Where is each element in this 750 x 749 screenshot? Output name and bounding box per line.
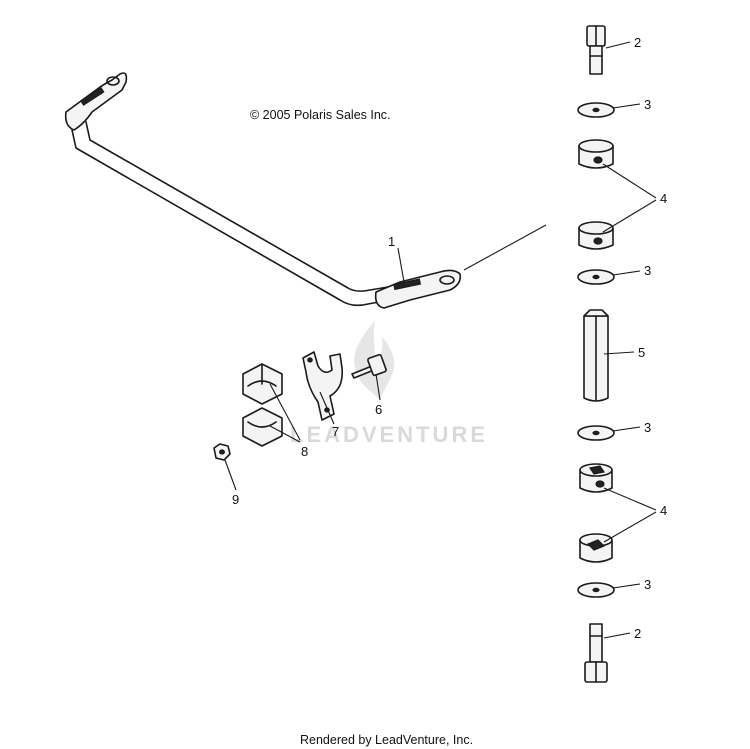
washer-a (577, 102, 615, 118)
bushing-upper-2 (579, 463, 613, 493)
watermark: LEADVENTURE (290, 320, 488, 447)
spacer-tube (583, 309, 609, 402)
callout-5: 5 (638, 345, 645, 360)
clamp-bushing-lower (242, 407, 283, 447)
washer-c (577, 425, 615, 441)
washer-d (577, 582, 615, 598)
footer-text: Rendered by LeadVenture, Inc. (300, 733, 473, 747)
callout-7: 7 (332, 424, 339, 439)
carriage-bolt (351, 353, 387, 379)
clamp-bushing-upper (242, 363, 283, 405)
callout-3-b: 3 (644, 263, 651, 278)
callout-4-top: 4 (660, 191, 667, 206)
clamp-bracket (302, 351, 344, 421)
callout-3-d: 3 (644, 577, 651, 592)
callout-3-c: 3 (644, 420, 651, 435)
callout-2-bottom: 2 (634, 626, 641, 641)
callout-6: 6 (375, 402, 382, 417)
bushing-upper (578, 139, 614, 169)
watermark-text: LEADVENTURE (290, 422, 488, 447)
washer-b (577, 269, 615, 285)
bolt-bottom (584, 623, 608, 683)
watermark-flame-icon (354, 320, 395, 400)
callout-8: 8 (301, 444, 308, 459)
copyright-text: © 2005 Polaris Sales Inc. (250, 108, 391, 122)
callout-4-bottom: 4 (660, 503, 667, 518)
bolt-top (586, 25, 606, 75)
callout-3-a: 3 (644, 97, 651, 112)
callout-9: 9 (232, 492, 239, 507)
bushing-lower (578, 221, 614, 250)
hex-nut (213, 443, 231, 461)
stabilizer-bar (64, 72, 547, 309)
callout-2-top: 2 (634, 35, 641, 50)
callout-1: 1 (388, 234, 395, 249)
bushing-lower-2 (579, 533, 613, 563)
